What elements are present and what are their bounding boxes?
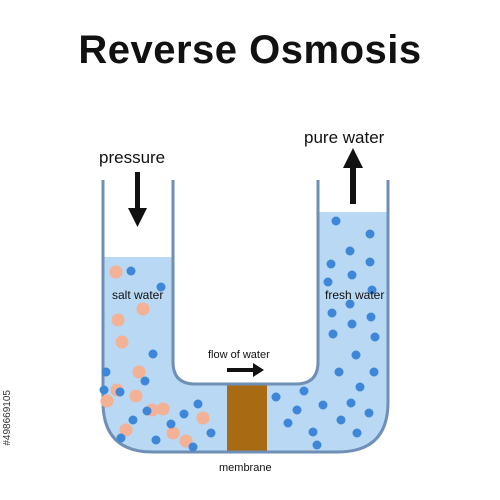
water-molecule [292,405,302,415]
salt-particle [136,302,150,316]
water-molecule [188,442,198,452]
water-body [103,212,388,452]
water-molecule [346,398,356,408]
salt-particle [166,426,180,440]
particles [99,216,380,452]
water-molecule [99,385,109,395]
water-molecule [347,319,357,329]
water-molecule [126,266,136,276]
pure-water-label: pure water [304,128,385,147]
water-molecule [328,329,338,339]
water-molecule [179,409,189,419]
water-molecule [331,216,341,226]
salt-particle [129,389,143,403]
water-molecule [318,400,328,410]
u-tube-outline [101,180,390,454]
water-molecule [193,399,203,409]
salt-particle [100,394,114,408]
pressure-arrow [128,172,147,227]
pressure-label: pressure [99,148,165,167]
flow-arrow [227,363,264,377]
salt-particle [115,335,129,349]
water-molecule [327,308,337,318]
water-molecule [334,367,344,377]
water-molecule [351,350,361,360]
water-molecule [366,312,376,322]
water-molecule [101,367,111,377]
salt-particle [179,434,193,448]
salt-particle [196,411,210,425]
u-tube-inner-wall [171,180,320,386]
salt-particle [156,402,170,416]
pure-water-arrow [343,148,363,204]
water-molecule [369,367,379,377]
flow-of-water-label: flow of water [208,349,270,361]
diagram-title: Reverse Osmosis [78,28,422,72]
membrane-label: membrane [219,462,272,474]
water-molecule [128,415,138,425]
salt-particle [132,365,146,379]
water-molecule [151,435,161,445]
water-molecule [336,415,346,425]
water-molecule [166,419,176,429]
water-molecule [365,257,375,267]
water-molecule [312,440,322,450]
water-molecule [326,259,336,269]
water-molecule [370,332,380,342]
water-molecule [116,433,126,443]
water-molecule [364,408,374,418]
water-molecule [142,406,152,416]
water-molecule [345,299,355,309]
salt-particle [111,313,125,327]
fresh-water-label: fresh water [325,288,384,302]
water-molecule [156,282,166,292]
water-molecule [206,428,216,438]
water-molecule [355,382,365,392]
water-molecule [271,392,281,402]
water-molecule [345,246,355,256]
water-molecule [140,376,150,386]
water-molecule [283,418,293,428]
water-molecule [299,386,309,396]
water-molecule [367,285,377,295]
water-molecule [308,427,318,437]
water-molecule [115,387,125,397]
salt-particle [119,423,133,437]
stock-id-label: #498669105 [2,390,13,446]
salt-water-label: salt water [112,288,163,302]
water-molecule [323,277,333,287]
salt-particle [109,265,123,279]
water-molecule [352,428,362,438]
water-molecule [347,270,357,280]
membrane-barrier [227,384,267,452]
water-molecule [148,349,158,359]
water-molecule [365,229,375,239]
